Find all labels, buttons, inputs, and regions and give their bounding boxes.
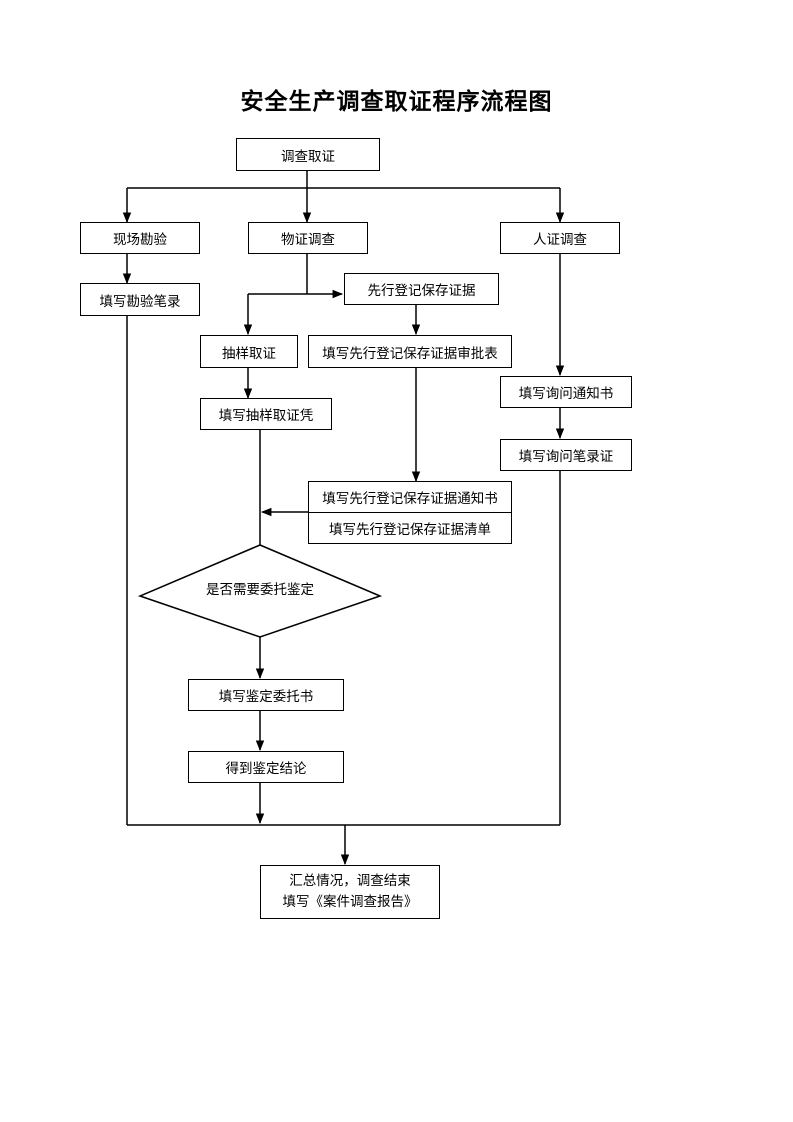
final-line-1: 汇总情况，调查结束 <box>289 873 411 889</box>
inquiry-notice-node: 填写询问通知书 <box>500 376 632 408</box>
notice-text: 填写先行登记保存证据通知书 <box>322 491 498 507</box>
approval-form-node: 填写先行登记保存证据审批表 <box>308 335 512 368</box>
preservation-notice-list-node: 填写先行登记保存证据通知书 填写先行登记保存证据清单 <box>308 481 512 544</box>
investigation-node: 调查取证 <box>236 138 380 171</box>
list-text: 填写先行登记保存证据清单 <box>309 512 511 543</box>
inquiry-record-node: 填写询问笔录证 <box>500 439 632 471</box>
decision-diamond <box>137 544 383 638</box>
physical-evidence-node: 物证调查 <box>248 222 368 254</box>
sampling-voucher-node: 填写抽样取证凭 <box>200 398 332 430</box>
appraisal-letter-node: 填写鉴定委托书 <box>188 679 344 711</box>
witness-node: 人证调查 <box>500 222 620 254</box>
decision-label: 是否需要委托鉴定 <box>206 582 314 598</box>
site-survey-node: 现场勘验 <box>80 222 200 254</box>
sampling-node: 抽样取证 <box>200 335 298 368</box>
page-title: 安全生产调查取证程序流程图 <box>240 89 553 115</box>
final-line-2: 填写《案件调查报告》 <box>282 894 418 910</box>
preregister-node: 先行登记保存证据 <box>344 273 499 305</box>
appraisal-result-node: 得到鉴定结论 <box>188 751 344 783</box>
final-report-node: 汇总情况，调查结束 填写《案件调查报告》 <box>260 865 440 919</box>
survey-record-node: 填写勘验笔录 <box>80 283 200 316</box>
